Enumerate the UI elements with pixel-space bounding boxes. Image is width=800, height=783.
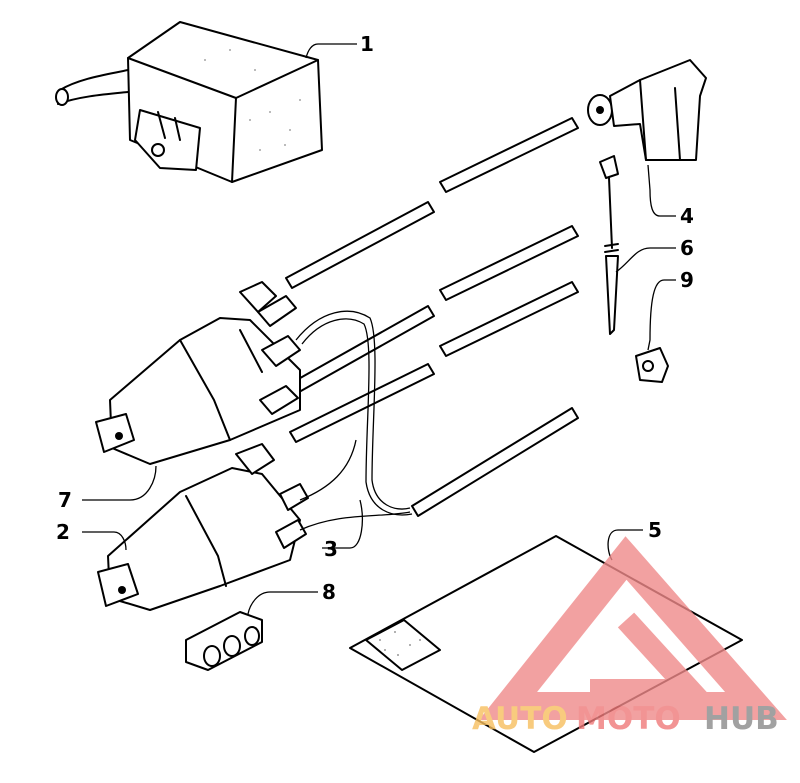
cable-tie-part	[599, 155, 619, 335]
callout-labels: 1 2 3 4 5 6 7 8 9	[56, 32, 694, 604]
small-clip-part	[635, 347, 669, 383]
spark-plug-cap-part	[587, 59, 707, 161]
watermark-triangle-logo	[478, 536, 787, 720]
callout-8: 8	[322, 580, 336, 604]
multi-clip-part	[185, 611, 263, 671]
cdi-box-part	[55, 21, 323, 183]
callout-9: 9	[680, 268, 694, 292]
callout-6: 6	[680, 236, 694, 260]
watermark: AUTO MOTO HUB	[472, 536, 787, 737]
callout-3: 3	[324, 537, 338, 561]
watermark-auto: AUTO	[472, 701, 568, 737]
callout-4: 4	[680, 204, 694, 228]
callout-7: 7	[58, 488, 72, 512]
callout-5: 5	[648, 518, 662, 542]
watermark-hub: HUB	[704, 701, 779, 737]
callout-1: 1	[360, 32, 374, 56]
leader-lines	[82, 43, 676, 615]
ignition-coil-upper-part	[95, 281, 413, 516]
callout-2: 2	[56, 520, 70, 544]
ht-leads	[285, 117, 579, 517]
ignition-coil-lower-part	[97, 439, 411, 611]
watermark-moto: MOTO	[576, 701, 681, 737]
